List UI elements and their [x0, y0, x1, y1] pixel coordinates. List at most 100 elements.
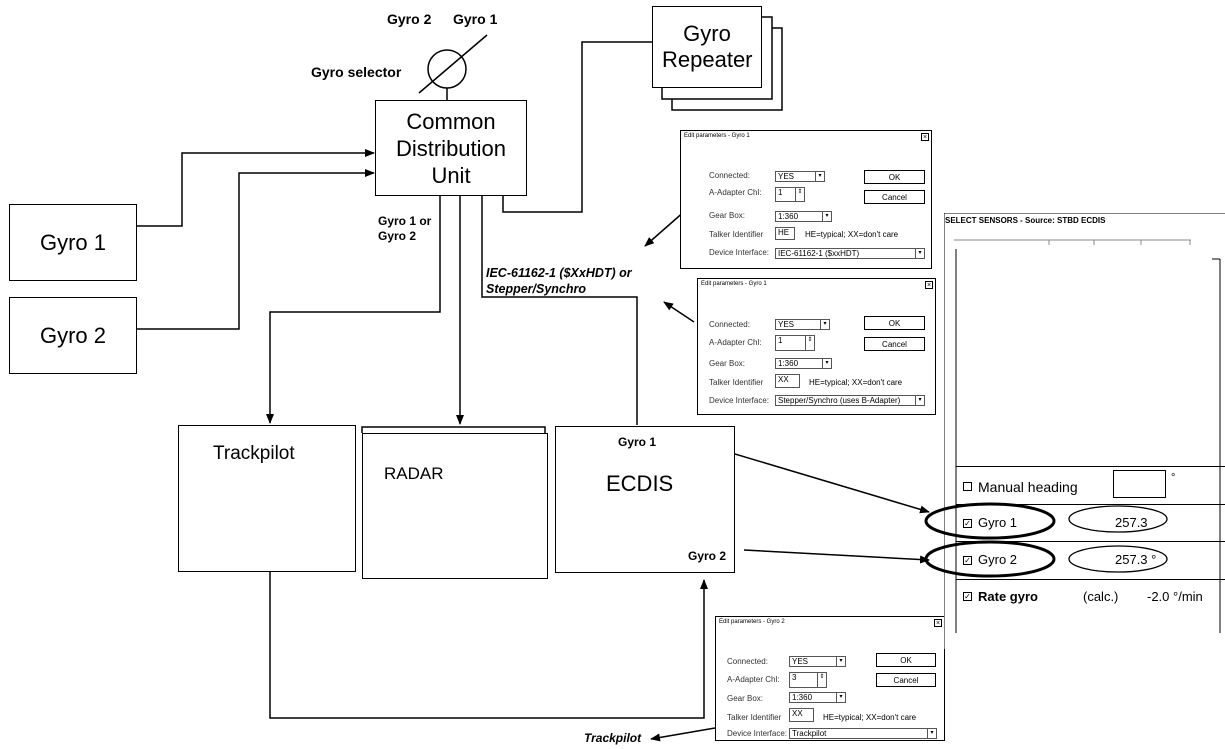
gyro-repeater-label: Gyro Repeater	[662, 21, 753, 72]
adapter-value: 1	[778, 336, 783, 345]
talker-value: XX	[778, 375, 789, 384]
cdu-label: Common Distribution Unit	[395, 108, 507, 188]
gyro2-value: 257.3 °	[1115, 552, 1157, 567]
iface-select[interactable]: Trackpilot ▾	[789, 728, 937, 739]
chevron-down-icon: ▾	[836, 657, 845, 666]
chevron-down-icon: ▾	[836, 693, 845, 702]
manual-heading-unit: °	[1171, 472, 1176, 484]
rate-gyro-label: Rate gyro	[978, 589, 1038, 604]
talker-value: XX	[792, 709, 803, 718]
iface-label: Device Interface:	[727, 729, 788, 738]
edit-params-dialog-stepper: Edit parameters - Gyro 1 × Connected: YE…	[697, 278, 936, 415]
cancel-button[interactable]: Cancel	[864, 190, 925, 204]
chevron-down-icon: ▾	[822, 212, 831, 221]
gyro2-checkbox[interactable]: ✓	[963, 556, 972, 565]
iface-value: Trackpilot	[792, 729, 827, 738]
talker-input[interactable]: HE	[775, 227, 795, 240]
gyro1-checkbox[interactable]: ✓	[963, 519, 972, 528]
ok-button[interactable]: OK	[864, 316, 925, 330]
spin-icon: ⇕	[817, 673, 826, 687]
gearbox-select[interactable]: 1:360▾	[775, 358, 832, 369]
select-sensors-panel: SELECT SENSORS - Source: STBD ECDIS Manu…	[944, 213, 1225, 649]
trackpilot-box: Trackpilot	[178, 425, 356, 572]
connected-select[interactable]: YES ▾	[775, 319, 830, 330]
gearbox-label: Gear Box:	[727, 694, 764, 703]
gyro2-source-label: Gyro 2	[39, 322, 107, 348]
manual-heading-label: Manual heading	[978, 479, 1078, 495]
sensor-row-gyro1: ✓ Gyro 1 257.3	[956, 504, 1225, 541]
ecdis-box: Gyro 1 ECDIS Gyro 2	[555, 426, 735, 573]
connected-label: Connected:	[727, 657, 768, 666]
iface-label: Device Interface:	[709, 396, 770, 405]
dialog-title: Edit parameters - Gyro 1	[701, 281, 767, 287]
rate-gyro-calc: (calc.)	[1083, 589, 1119, 604]
gearbox-value: 1:360	[792, 693, 813, 702]
edit-params-dialog-trackpilot: Edit parameters - Gyro 2 × Connected: YE…	[715, 616, 945, 741]
iface-select[interactable]: IEC-61162-1 ($xxHDT) ▾	[775, 248, 925, 259]
close-icon[interactable]: ×	[934, 619, 942, 627]
panel-title: SELECT SENSORS - Source: STBD ECDIS	[945, 216, 1106, 225]
adapter-stepper[interactable]: 3⇕	[789, 672, 827, 688]
chevron-down-icon: ▾	[915, 249, 924, 258]
connected-label: Connected:	[709, 171, 750, 180]
iface-value: Stepper/Synchro (uses B-Adapter)	[778, 396, 901, 405]
sensor-row-rate-gyro: ✓ Rate gyro (calc.) -2.0 °/min	[956, 579, 1225, 616]
connected-value: YES	[778, 320, 795, 329]
chevron-down-icon: ▾	[927, 729, 936, 738]
close-icon[interactable]: ×	[925, 281, 933, 289]
gyro2-source: Gyro 2	[9, 297, 137, 374]
gearbox-label: Gear Box:	[709, 359, 746, 368]
connected-value: YES	[792, 657, 809, 666]
selector-pos-gyro1: Gyro 1	[453, 11, 498, 27]
dialog-title: Edit parameters - Gyro 1	[684, 133, 750, 139]
gyro-repeater: Gyro Repeater	[652, 6, 762, 88]
manual-heading-checkbox[interactable]	[963, 482, 972, 491]
ok-button[interactable]: OK	[876, 653, 936, 667]
edit-params-dialog-iec: Edit parameters - Gyro 1 × Connected: YE…	[680, 130, 932, 269]
gyro1-label: Gyro 1	[978, 515, 1018, 530]
manual-heading-input[interactable]	[1113, 470, 1166, 498]
adapter-label: A-Adapter Chl:	[727, 675, 780, 684]
ok-button[interactable]: OK	[864, 170, 925, 184]
rate-gyro-value: -2.0 °/min	[1147, 589, 1203, 604]
gyro1-or-gyro2-label: Gyro 1 or Gyro 2	[378, 214, 432, 243]
chevron-down-icon: ▾	[915, 396, 924, 405]
gyro1-source: Gyro 1	[9, 204, 137, 281]
connected-value: YES	[778, 172, 795, 181]
ecdis-label: ECDIS	[606, 471, 674, 496]
gearbox-select[interactable]: 1:360 ▾	[775, 211, 832, 222]
connected-select[interactable]: YES ▾	[775, 171, 825, 182]
adapter-stepper[interactable]: 1⇕	[775, 335, 815, 351]
chevron-down-icon: ▾	[815, 172, 824, 181]
rate-gyro-checkbox[interactable]: ✓	[963, 592, 972, 601]
gyro2-label: Gyro 2	[978, 552, 1018, 567]
cancel-button[interactable]: Cancel	[864, 337, 925, 351]
adapter-value: 3	[792, 673, 797, 682]
sensor-row-manual-heading: Manual heading °	[956, 466, 1225, 504]
gearbox-value: 1:360	[778, 212, 799, 221]
common-distribution-unit: Common Distribution Unit	[375, 100, 527, 196]
gyro1-source-label: Gyro 1	[39, 229, 107, 255]
selector-pos-gyro2: Gyro 2	[387, 11, 432, 27]
chevron-down-icon: ▾	[820, 320, 829, 329]
talker-hint: HE=typical; XX=don't care	[805, 230, 899, 239]
iec-or-stepper-label: IEC-61162-1 ($XxHDT) or Stepper/Synchro	[486, 266, 632, 296]
sensor-row-gyro2: ✓ Gyro 2 257.3 °	[956, 541, 1225, 579]
talker-label: Talker Identifier	[709, 378, 764, 387]
iface-select[interactable]: Stepper/Synchro (uses B-Adapter) ▾	[775, 395, 925, 406]
ecdis-gyro1-port: Gyro 1	[618, 435, 657, 449]
radar-box: RADAR	[362, 433, 548, 579]
adapter-stepper[interactable]: 1⇕	[775, 187, 805, 202]
gearbox-select[interactable]: 1:360 ▾	[789, 692, 846, 703]
gyro-selector-label: Gyro selector	[311, 64, 402, 80]
talker-input[interactable]: XX	[775, 374, 800, 388]
talker-value: HE	[778, 228, 790, 237]
connected-select[interactable]: YES ▾	[789, 656, 846, 667]
close-icon[interactable]: ×	[921, 133, 929, 141]
iface-value: IEC-61162-1 ($xxHDT)	[778, 249, 860, 258]
cancel-button[interactable]: Cancel	[876, 673, 936, 687]
talker-input[interactable]: XX	[789, 708, 814, 722]
adapter-label: A-Adapter Chl:	[709, 338, 762, 347]
talker-hint: HE=typical; XX=don't care	[809, 378, 903, 387]
chevron-down-icon: ▾	[822, 359, 831, 368]
